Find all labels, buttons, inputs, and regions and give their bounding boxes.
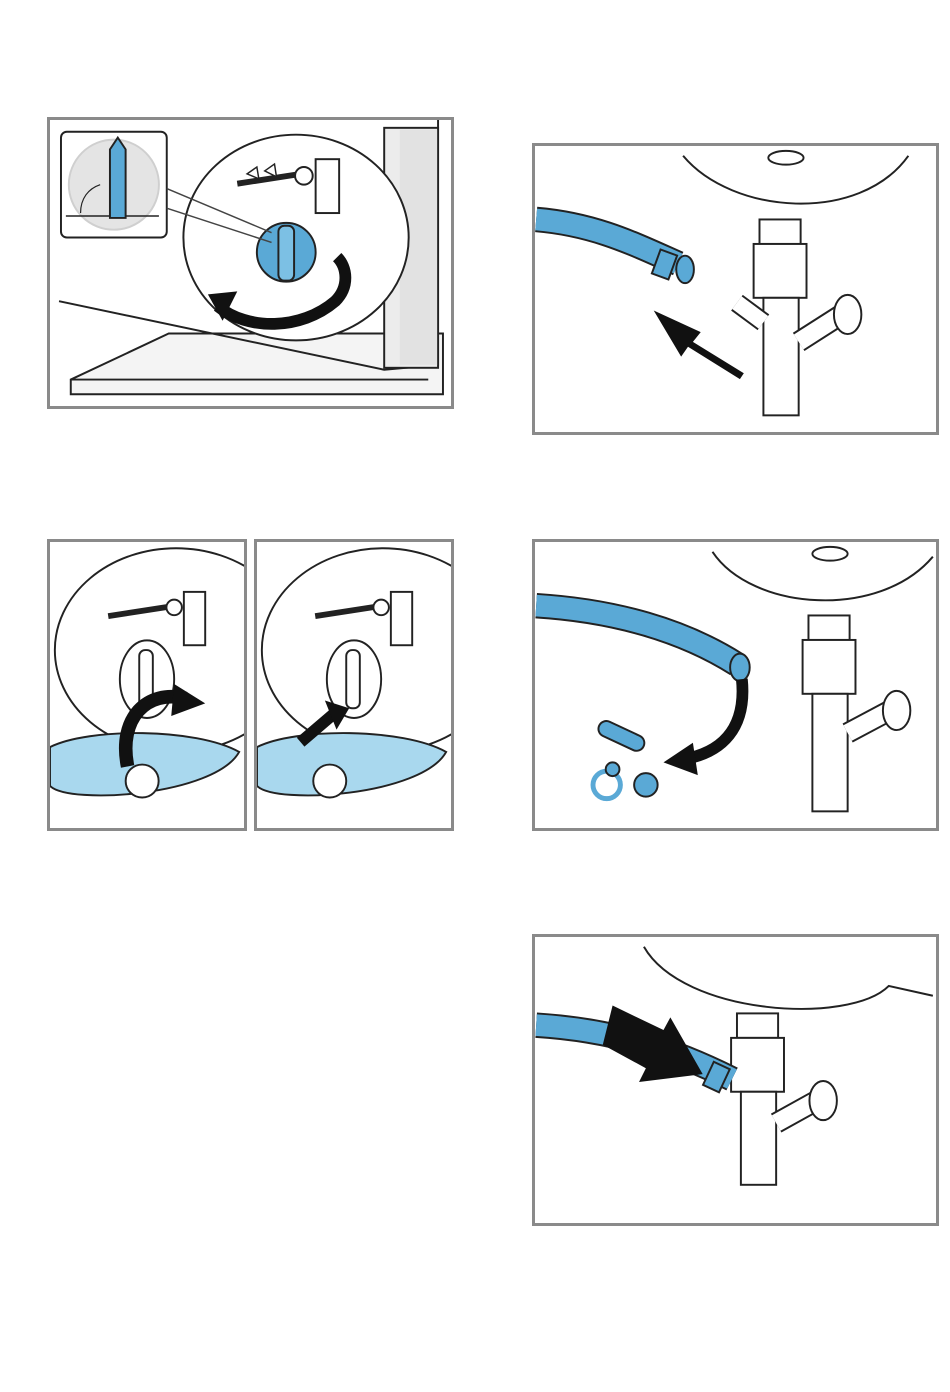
debris-out-drawing: [535, 542, 936, 828]
flap-open-drawing: [50, 542, 244, 828]
illustration-hose-attach: [532, 934, 939, 1226]
hose-remove-drawing: [535, 146, 936, 432]
pump-cap-drawing: [50, 120, 451, 406]
step-number-circle: [126, 765, 159, 798]
illustration-flap-close: [254, 539, 454, 831]
hose-attach-drawing: [535, 937, 936, 1223]
illustration-hose-remove: [532, 143, 939, 435]
step-number-circle: [313, 765, 346, 798]
illustration-debris-out: [532, 539, 939, 831]
illustration-pump-cap-turn: [47, 117, 454, 409]
illustration-flap-open: [47, 539, 247, 831]
flap-close-drawing: [257, 542, 451, 828]
